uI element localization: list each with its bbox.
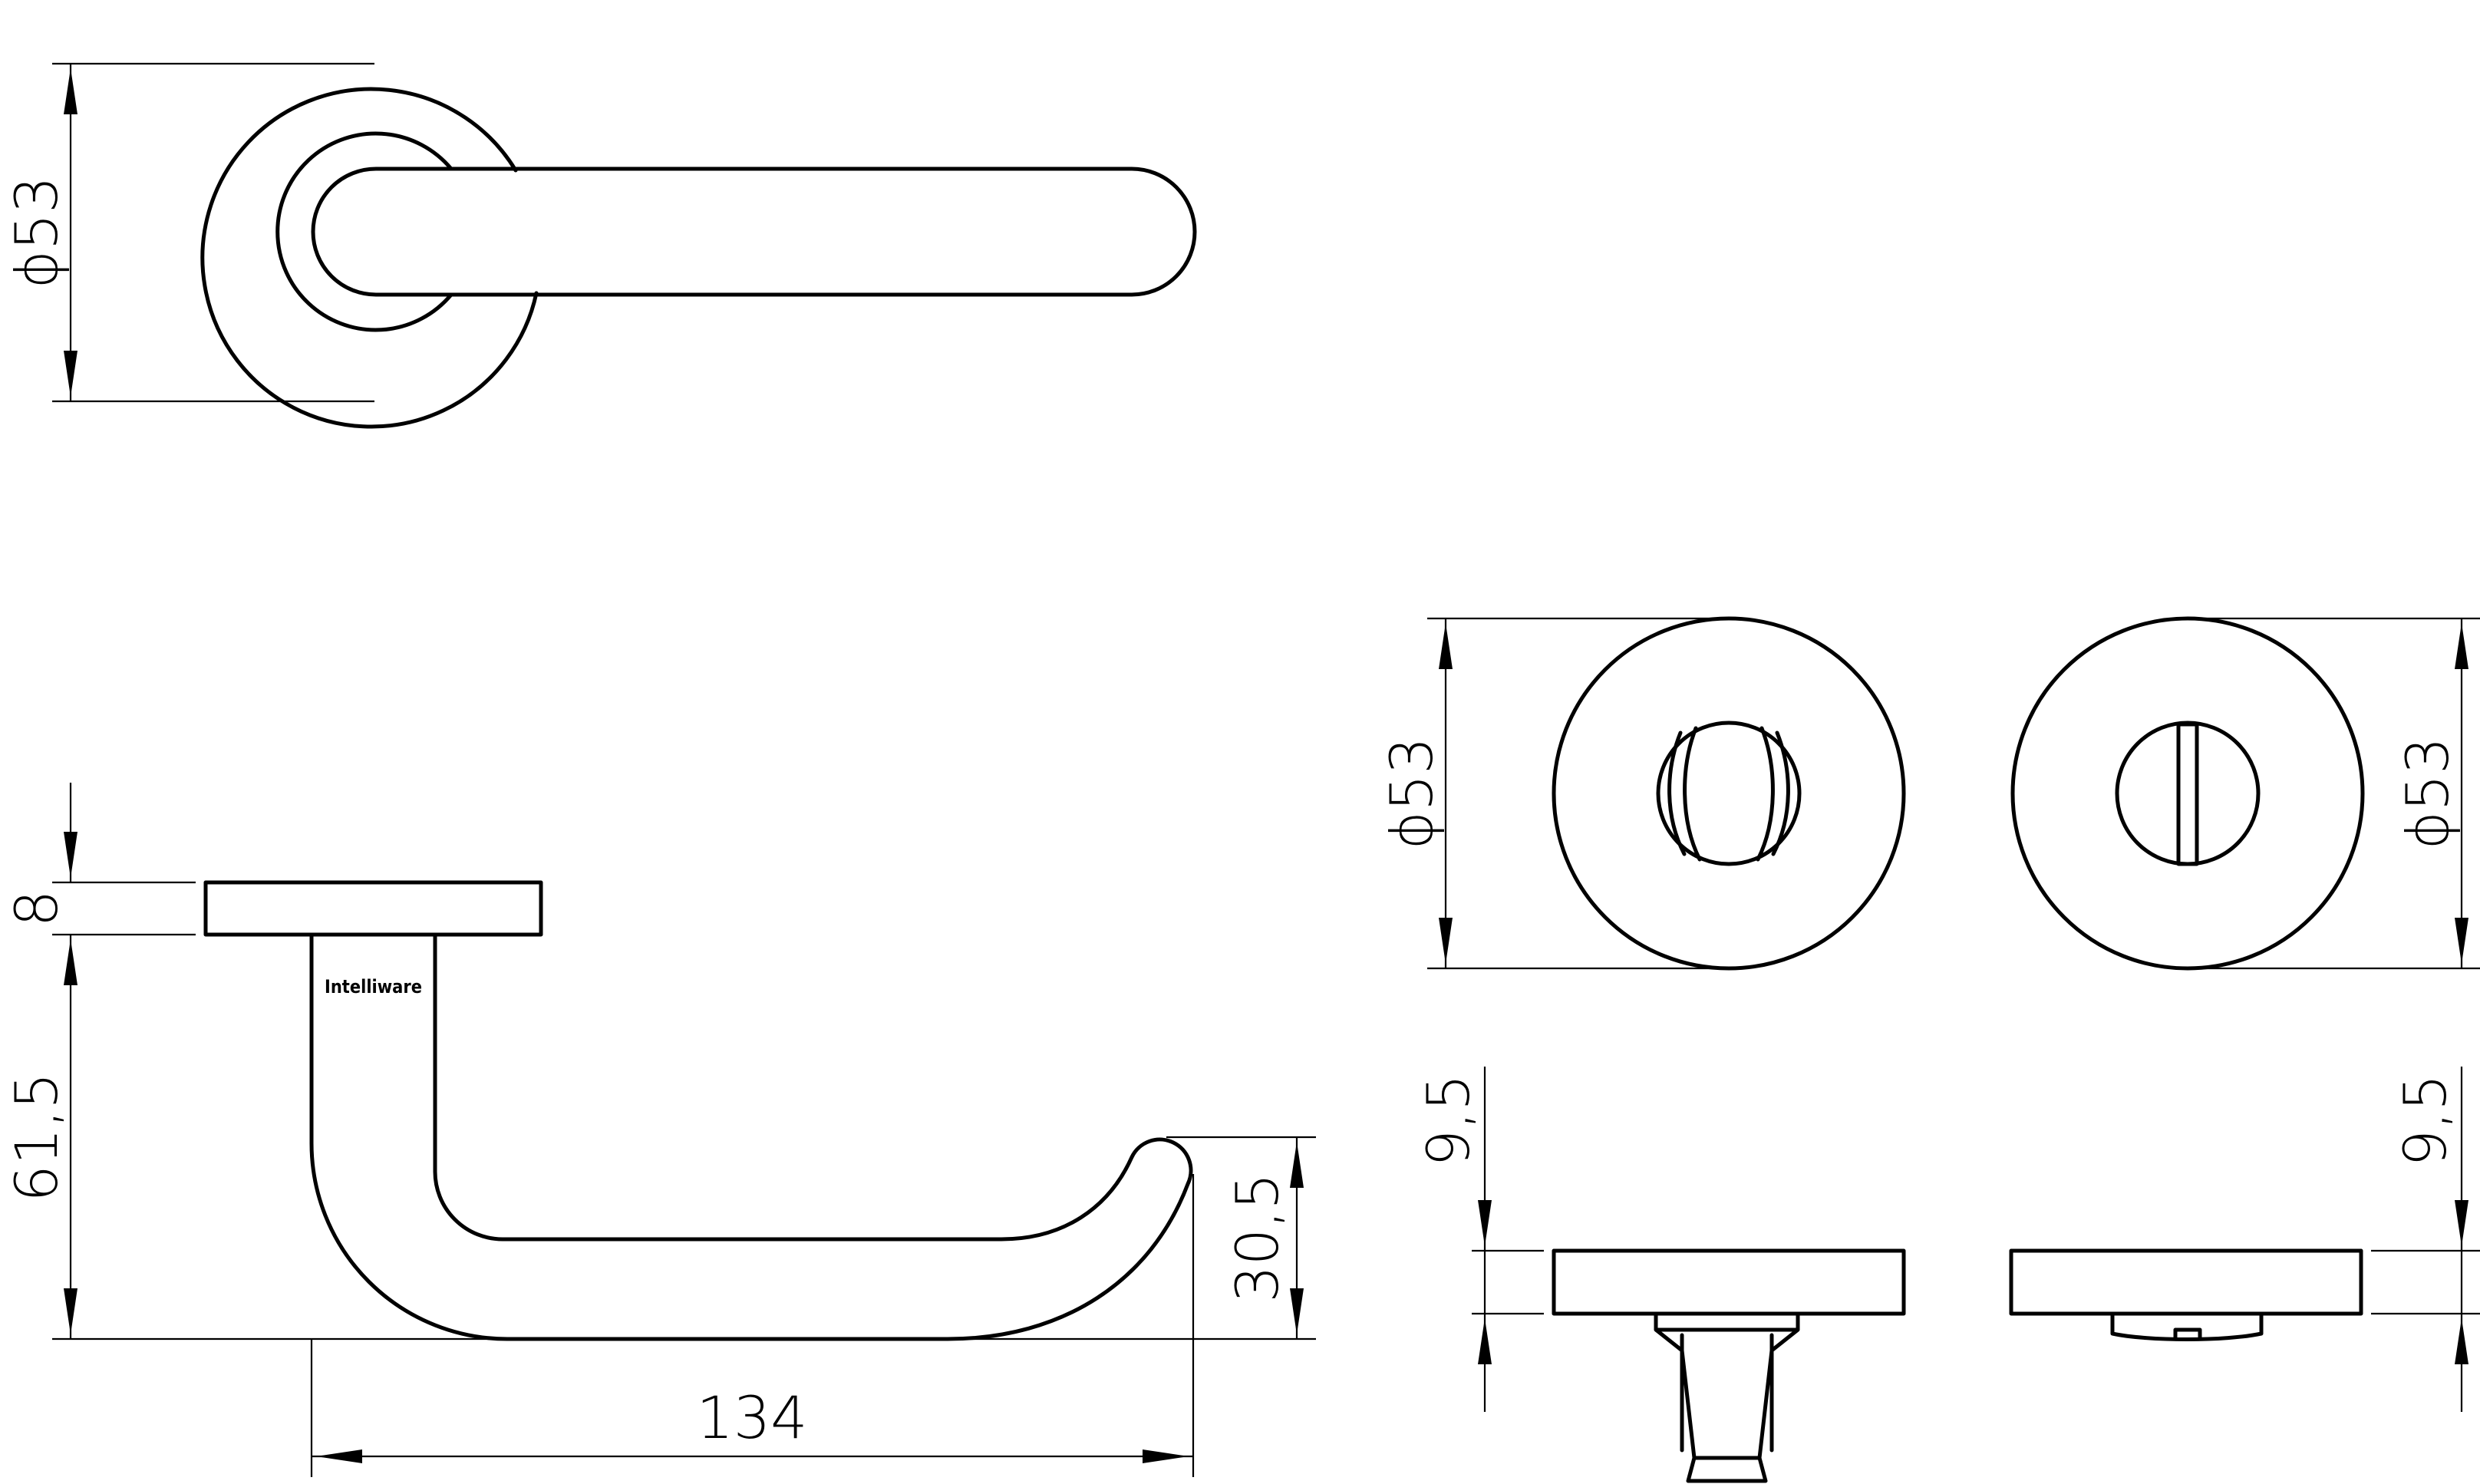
lever-front-view: ϕ53 [2,62,1197,429]
thumbturn-side-view: 9,5 [1414,1067,1906,1483]
thumbturn-stem [1654,1311,1800,1483]
dim-handle-height: 61,5 [2,1072,71,1202]
thumbturn-front-view: ϕ53 [1377,616,1906,971]
dim-release-height: 9,5 [2391,1074,2459,1167]
lever-bar [311,167,1197,297]
dim-handle-tip-height: 30,5 [1223,1172,1291,1302]
release-slot [2176,722,2199,866]
thumbturn-rose-circle [1552,616,1906,971]
dim-rose-diameter: ϕ53 [2,176,71,289]
dim-rose-thickness: 8 [2,890,71,927]
dim-thumbturn-diameter: ϕ53 [1377,737,1446,850]
lever-side-view: Intelliware 8 61,5 30,5 134 [2,783,1316,1477]
brand-mark: Intelliware [325,976,422,998]
release-side-view: 9,5 [2009,1067,2480,1412]
lever-rose-plate [203,880,543,937]
release-screw-head [2110,1311,2264,1341]
dim-release-diameter: ϕ53 [2393,737,2462,850]
thumbturn-hub-circle [1656,721,1802,866]
thumbturn-plate [1552,1248,1906,1316]
release-front-view: ϕ53 [2010,616,2480,971]
thumbturn-knob [1667,726,1790,862]
dim-thumbturn-height: 9,5 [1414,1074,1482,1167]
release-plate [2009,1248,2363,1316]
dim-handle-length: 134 [696,1383,807,1452]
lever-handle-profile [309,932,1193,1341]
release-rose-circle [2010,616,2365,971]
release-hub-circle [2115,721,2261,866]
lever-rose-outline [200,87,539,429]
lever-inner-ring [275,131,453,332]
